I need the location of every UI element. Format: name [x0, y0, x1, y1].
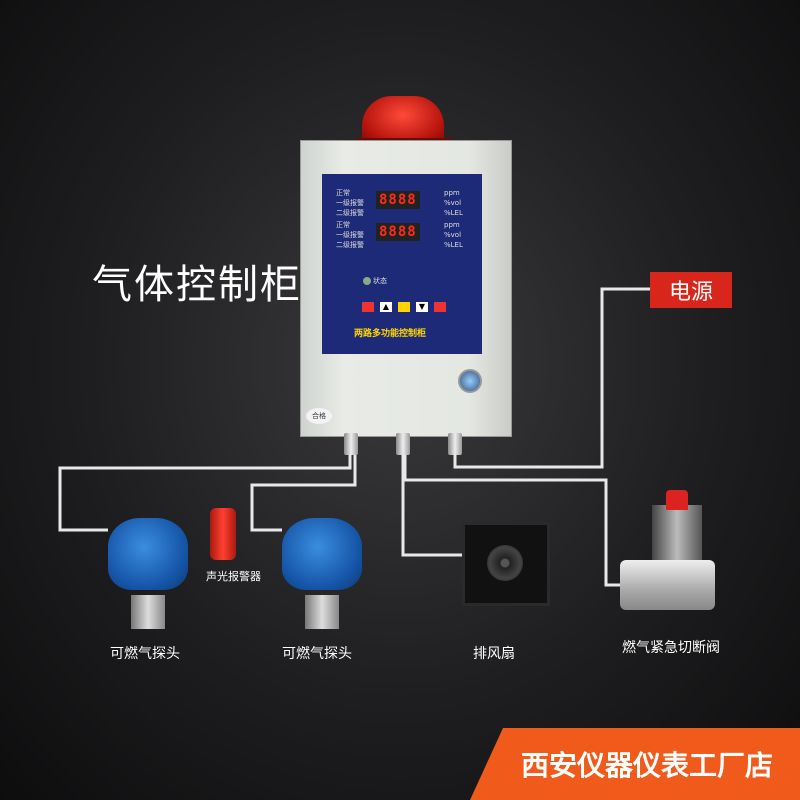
up-arrow-button[interactable]: ▲ [380, 302, 392, 312]
alarm-label: 声光报警器 [206, 570, 261, 583]
panel-button-red[interactable] [362, 302, 374, 312]
wire-fan [401, 450, 462, 557]
panel-button-yellow[interactable] [398, 302, 410, 312]
row-labels-2: 正常一级报警二级报警 [336, 221, 364, 249]
cable-gland-icon [344, 433, 358, 455]
cable-gland-icon [448, 433, 462, 455]
panel-title: 两路多功能控制柜 [354, 329, 427, 339]
cable-gland-icon [396, 433, 410, 455]
status-label: 状态 [373, 277, 387, 285]
unit-labels-2: ppm%vol%LEL [444, 221, 463, 249]
shutoff-valve-icon [620, 560, 715, 610]
detector-sensor-1 [131, 595, 165, 629]
power-label: 电源 [650, 272, 732, 308]
display-channel-2: 8888 [376, 223, 420, 241]
panel-buttons: ▲ ▼ [362, 302, 446, 312]
valve-cap-icon [666, 490, 688, 510]
status-led-icon [363, 277, 371, 285]
fan-label: 排风扇 [473, 646, 515, 662]
display-channel-1: 8888 [376, 191, 420, 209]
page-heading: 气体控制柜 [92, 262, 302, 308]
detector-2-label: 可燃气探头 [282, 646, 352, 662]
detector-1-label: 可燃气探头 [110, 646, 180, 662]
solenoid-coil-icon [652, 505, 702, 565]
unit-labels-1: ppm%vol%LEL [444, 189, 463, 217]
wire-valve [403, 450, 622, 587]
row-labels-1: 正常一级报警二级报警 [336, 189, 364, 217]
shop-banner: 西安仪器仪表工厂店 [470, 728, 800, 800]
siren-icon [210, 508, 236, 560]
exhaust-fan-icon [462, 522, 550, 606]
wire-detector-1 [58, 450, 352, 532]
valve-label: 燃气紧急切断阀 [622, 640, 720, 656]
detector-sensor-2 [305, 595, 339, 629]
down-arrow-button[interactable]: ▼ [416, 302, 428, 312]
key-lock-icon[interactable] [458, 369, 482, 393]
wire-detector-2 [250, 450, 357, 532]
alarm-lamp-icon [362, 96, 444, 144]
panel-button-red-2[interactable] [434, 302, 446, 312]
gas-detector-2-icon [282, 518, 362, 590]
gas-detector-1-icon [108, 518, 188, 590]
wire-power [453, 287, 650, 469]
qualified-tag: 合格 [306, 408, 332, 424]
